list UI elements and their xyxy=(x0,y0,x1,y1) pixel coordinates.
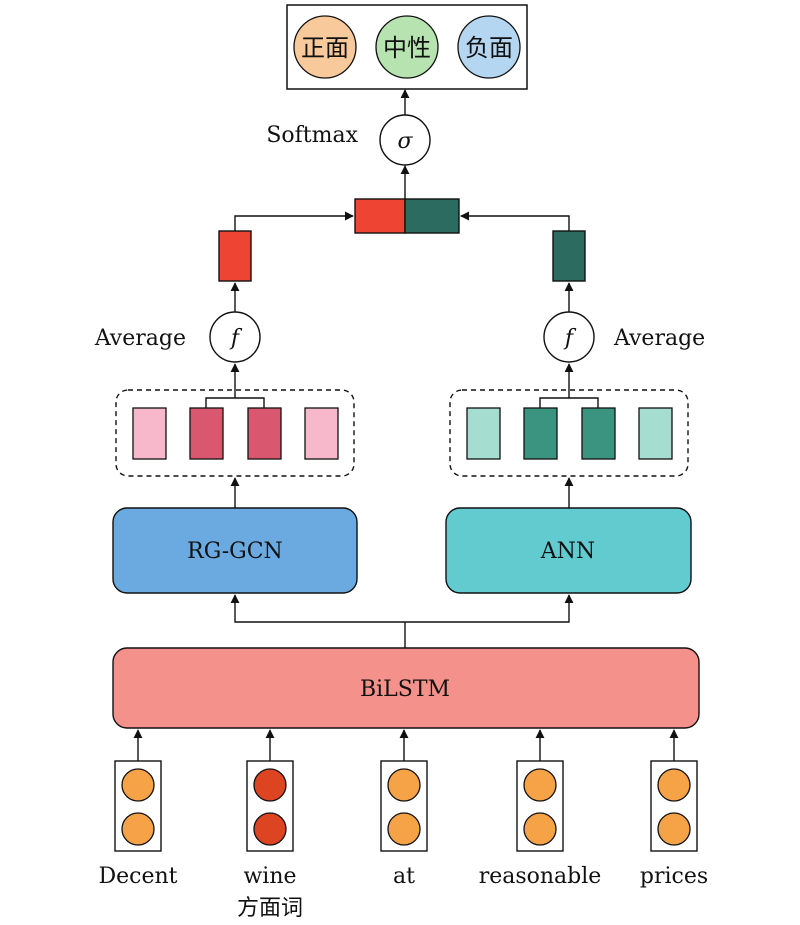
arrow-bilstm-to-ann xyxy=(405,594,574,623)
token-embedding-circle xyxy=(253,768,287,802)
left-average-label: Average xyxy=(94,326,186,351)
left-pooled-vector xyxy=(218,230,252,282)
arrow-left-vector-to-concat xyxy=(234,211,354,231)
right-cell xyxy=(581,407,616,460)
aspect-term-label: 方面词 xyxy=(237,896,303,921)
left-cell xyxy=(304,407,339,460)
softmax-node xyxy=(379,114,431,166)
left-cell xyxy=(132,407,167,460)
left-cell xyxy=(247,407,282,460)
token-embedding-circle xyxy=(387,768,421,802)
token-embedding-circle xyxy=(523,812,557,846)
softmax-label: Softmax xyxy=(266,123,358,148)
right-average-node xyxy=(543,311,595,363)
arrow-right-vector-to-concat xyxy=(460,211,570,231)
token-embedding-circle xyxy=(121,768,155,802)
rg-gcn-block xyxy=(112,507,358,594)
class-circle-neutral xyxy=(375,15,439,79)
class-label-positive: 正面 xyxy=(301,34,349,62)
right-pooled-vector xyxy=(552,230,586,282)
token-embedding-circle xyxy=(657,812,691,846)
right-cell xyxy=(466,407,501,460)
token-word: reasonable xyxy=(479,864,602,889)
softmax-symbol: σ xyxy=(397,129,413,154)
right-cell xyxy=(523,407,558,460)
class-label-negative: 负面 xyxy=(465,34,513,62)
token-word: Decent xyxy=(98,864,177,889)
token-embedding-circle xyxy=(523,768,557,802)
left-cells-group xyxy=(115,389,355,477)
bilstm-block xyxy=(112,647,700,729)
left-cells-connector xyxy=(205,397,265,408)
ann-label: ANN xyxy=(540,539,595,564)
left-cell xyxy=(189,407,224,460)
input-tokens: Decent wine 方面词 at reasonable prices xyxy=(98,729,708,921)
right-cells-group xyxy=(449,389,689,477)
right-average-label: Average xyxy=(613,326,705,351)
bilstm-label: BiLSTM xyxy=(360,677,450,702)
concat-left-half xyxy=(354,198,406,234)
class-label-neutral: 中性 xyxy=(383,34,431,62)
arrow-bilstm-to-rg-gcn xyxy=(230,594,405,623)
token-embedding-circle xyxy=(121,812,155,846)
class-circle-positive xyxy=(293,15,357,79)
token-embedding-circle xyxy=(657,768,691,802)
left-average-node xyxy=(209,311,261,363)
token-embedding-circle xyxy=(253,812,287,846)
token-word: at xyxy=(393,864,415,889)
rg-gcn-label: RG-GCN xyxy=(187,539,283,564)
class-circle-negative xyxy=(457,15,521,79)
ann-block xyxy=(445,507,692,594)
token-word: prices xyxy=(640,864,708,889)
token-embedding-circle xyxy=(387,812,421,846)
right-cells-connector xyxy=(539,397,599,408)
concat-right-half xyxy=(404,198,460,234)
token-word: wine xyxy=(243,864,296,889)
right-cell xyxy=(638,407,673,460)
